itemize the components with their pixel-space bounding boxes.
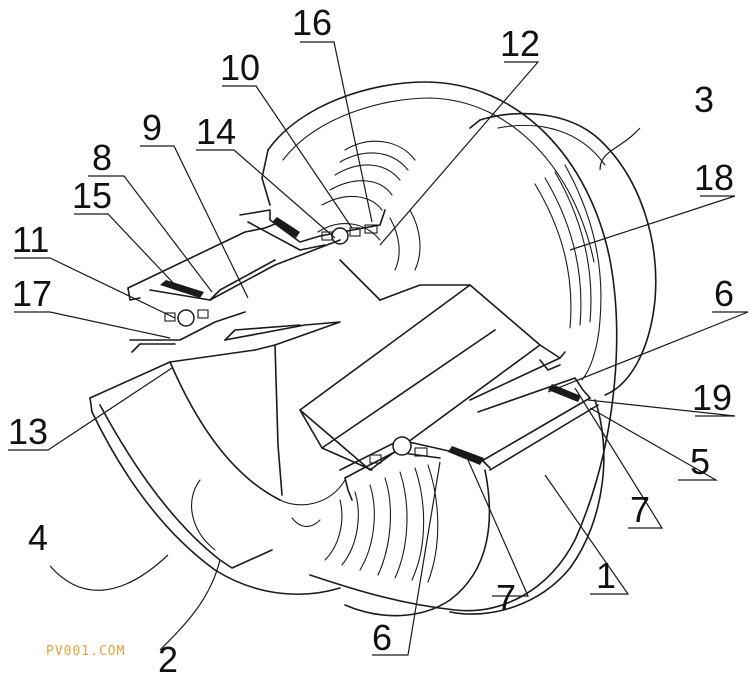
label-2: 2 bbox=[158, 639, 178, 678]
watermark: PV001.COM bbox=[46, 644, 125, 659]
label-16: 16 bbox=[292, 2, 332, 43]
label-19: 19 bbox=[692, 377, 732, 418]
label-11: 11 bbox=[12, 219, 49, 260]
leader-lines bbox=[8, 41, 749, 656]
label-9: 9 bbox=[142, 107, 162, 148]
right-seal-ring bbox=[469, 344, 591, 413]
label-18: 18 bbox=[694, 157, 734, 198]
label-7-bottom: 7 bbox=[496, 577, 516, 618]
label-10: 10 bbox=[220, 47, 260, 88]
lower-seal-group bbox=[339, 436, 491, 501]
label-6-right: 6 bbox=[714, 273, 734, 314]
label-17: 17 bbox=[12, 273, 52, 314]
label-4: 4 bbox=[28, 517, 48, 558]
lower-grooves bbox=[291, 464, 439, 583]
label-8: 8 bbox=[92, 137, 112, 178]
label-5: 5 bbox=[690, 441, 710, 482]
back-flange bbox=[261, 81, 618, 612]
label-13: 13 bbox=[8, 411, 48, 452]
label-6-bottom: 6 bbox=[372, 617, 392, 658]
inner-bore bbox=[169, 321, 346, 551]
top-seal-section bbox=[239, 209, 386, 251]
label-3: 3 bbox=[694, 79, 714, 120]
part-labels: 16 10 12 3 9 14 8 18 15 11 17 6 19 13 5 … bbox=[8, 2, 734, 678]
rear-cylinder bbox=[469, 112, 657, 396]
label-1: 1 bbox=[596, 555, 616, 596]
upper-left-wall bbox=[127, 221, 341, 353]
label-15: 15 bbox=[72, 175, 112, 216]
outer-body bbox=[89, 349, 605, 617]
label-7-right: 7 bbox=[630, 489, 650, 530]
label-14: 14 bbox=[196, 111, 236, 152]
central-shaft bbox=[299, 259, 541, 471]
label-12: 12 bbox=[500, 23, 540, 64]
